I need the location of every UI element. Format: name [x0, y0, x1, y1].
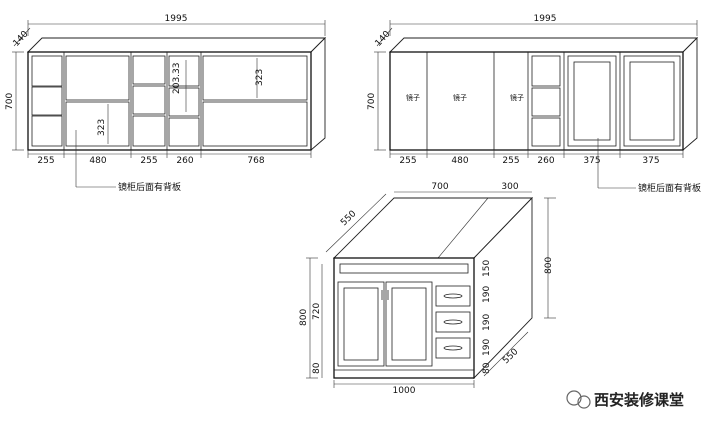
watermark: 西安装修课堂 — [566, 390, 684, 409]
right-height: 700 — [367, 93, 377, 110]
left-backboard-note: 镜柜后面有背板 — [118, 181, 181, 193]
base-bottom-width: 1000 — [393, 386, 416, 396]
left-bottom-dim-5: 768 — [247, 156, 264, 166]
right-overall-width: 1995 — [534, 14, 557, 24]
base-cabinet-view: 700 300 550 800 720 80 800 150 190 190 1… — [299, 182, 556, 396]
right-cabinet-view: 1995 140 700 镜子 镜子 镜子 — [367, 14, 701, 194]
drawer-dim-4: 190 — [482, 339, 492, 356]
base-top-width: 700 — [431, 182, 448, 192]
base-plinth-height: 80 — [312, 362, 322, 374]
drawer-dim-5: 80 — [482, 362, 492, 374]
left-inner-dim-323a: 323 — [97, 119, 107, 136]
left-bottom-dim-3: 255 — [140, 156, 157, 166]
left-overall-width: 1995 — [165, 14, 188, 24]
right-bottom-dim-6: 375 — [642, 156, 659, 166]
right-bottom-dim-4: 260 — [537, 156, 554, 166]
mirror-label-1: 镜子 — [406, 93, 420, 102]
drawer-dim-2: 190 — [482, 286, 492, 303]
mirror-label-3: 镜子 — [510, 93, 524, 102]
base-body-height: 720 — [312, 303, 322, 320]
left-bottom-dim-1: 255 — [37, 156, 54, 166]
left-bottom-dim-4: 260 — [176, 156, 193, 166]
right-bottom-dim-3: 255 — [502, 156, 519, 166]
base-height-right: 800 — [544, 257, 554, 274]
drawer-dim-3: 190 — [482, 314, 492, 331]
right-backboard-note: 镜柜后面有背板 — [638, 182, 701, 194]
mirror-label-2: 镜子 — [453, 93, 467, 102]
left-height: 700 — [5, 93, 15, 110]
left-cabinet-view: 1995 140 700 323 203.33 — [5, 14, 327, 193]
right-bottom-dim-5: 375 — [583, 156, 600, 166]
base-top-right: 300 — [501, 182, 518, 192]
base-depth-bottom: 550 — [501, 347, 521, 366]
left-bottom-dim-2: 480 — [89, 156, 106, 166]
right-bottom-dim-1: 255 — [399, 156, 416, 166]
watermark-text: 西安装修课堂 — [594, 391, 684, 409]
left-inner-dim-203a: 203.33 — [172, 63, 182, 95]
left-inner-dim-323b: 323 — [255, 69, 265, 86]
right-bottom-dim-2: 480 — [451, 156, 468, 166]
base-height-left: 800 — [299, 309, 309, 326]
base-depth-top: 550 — [339, 209, 359, 228]
drawer-dim-1: 150 — [482, 260, 492, 277]
